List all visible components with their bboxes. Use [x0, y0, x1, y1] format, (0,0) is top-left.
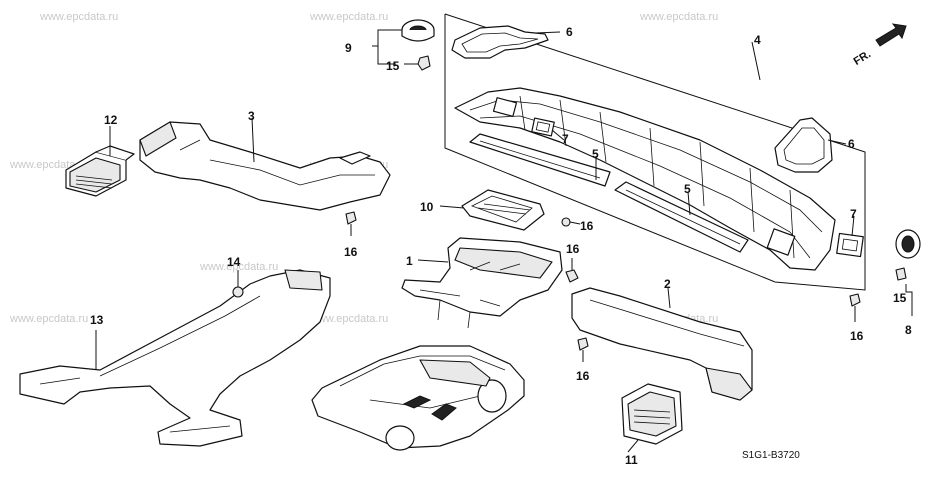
- callout-16-fourth: 16: [576, 369, 590, 383]
- watermark: www.epcdata.ru: [39, 11, 118, 23]
- callout-13: 13: [90, 313, 104, 327]
- callout-16: 16: [344, 245, 358, 259]
- callout-7: 7: [562, 132, 569, 146]
- part-11-lower-vent: [621, 383, 683, 445]
- part-10-center-grille: [461, 189, 545, 231]
- part-8-grommet-right: [895, 229, 921, 281]
- leader-9: [372, 29, 402, 47]
- callout-1: 1: [406, 254, 413, 268]
- callout-9: 9: [345, 41, 352, 55]
- part-12-side-vent: [65, 145, 135, 197]
- callout-6: 6: [566, 25, 573, 39]
- leader-8: [905, 284, 913, 316]
- part-1-center-duct: [401, 237, 563, 329]
- callout-16-third: 16: [566, 242, 580, 256]
- car-silhouette: [311, 345, 525, 451]
- callout-14: 14: [227, 255, 241, 269]
- watermark: www.epcdata.ru: [309, 11, 388, 23]
- leader-9b: [377, 46, 396, 65]
- callout-8: 8: [905, 323, 912, 337]
- part-2-right-duct: [571, 287, 753, 401]
- callout-5-second: 5: [684, 182, 691, 196]
- watermark: www.epcdata.ru: [639, 11, 718, 23]
- callout-2: 2: [664, 277, 671, 291]
- leader-lines: [95, 31, 855, 453]
- callout-labels: 1 2 3 4 5 5 6 6 7 7 8 9 10 11 12 13 14 1…: [90, 25, 912, 467]
- callout-15: 15: [386, 59, 400, 73]
- callout-4: 4: [754, 33, 761, 47]
- callout-6-second: 6: [848, 137, 855, 151]
- callout-16-second: 16: [580, 219, 594, 233]
- callout-15-second: 15: [893, 291, 907, 305]
- front-direction-arrow: FR.: [852, 23, 907, 68]
- part-5-seal: [469, 133, 611, 187]
- watermark: www.epcdata.ru: [199, 261, 278, 273]
- direction-label: FR.: [852, 48, 873, 68]
- callout-7-second: 7: [850, 207, 857, 221]
- callout-12: 12: [104, 113, 118, 127]
- callout-5: 5: [592, 147, 599, 161]
- callout-3: 3: [248, 109, 255, 123]
- part-7-clip-right: [836, 232, 864, 258]
- part-13-floor-duct: [19, 269, 331, 447]
- watermark: www.epcdata.ru: [309, 313, 388, 325]
- part-5-seal-lower: [614, 181, 749, 253]
- callout-11: 11: [625, 453, 638, 467]
- callout-10: 10: [420, 200, 434, 214]
- part-16-screws: [345, 211, 861, 362]
- part-15-clip: [417, 55, 431, 71]
- part-3-upper-duct: [139, 121, 391, 211]
- part-7-clip: [531, 117, 555, 137]
- callout-16-fifth: 16: [850, 329, 864, 343]
- watermark: www.epcdata.ru: [9, 313, 88, 325]
- diagram-code: S1G1-B3720: [742, 450, 800, 461]
- part-14-screw: [232, 270, 244, 298]
- part-6-gasket: [451, 25, 549, 59]
- part-6-gasket-right: [774, 117, 833, 173]
